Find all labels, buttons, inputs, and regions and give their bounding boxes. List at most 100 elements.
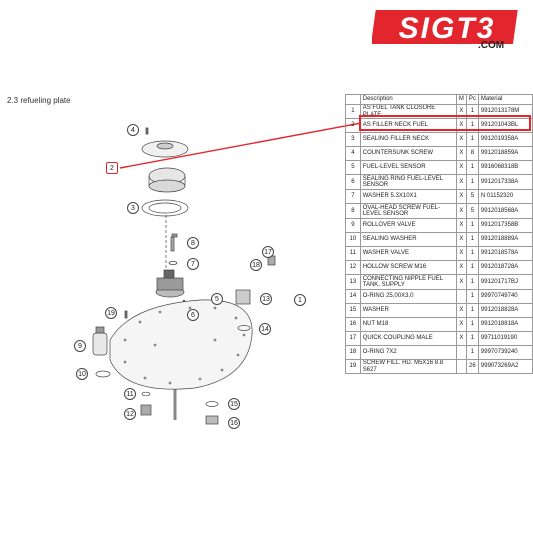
cell-pc: 1 [465,132,479,147]
cell-description: QUICK COUPLING MALE [359,331,457,346]
cell-no: 16 [345,317,361,332]
cell-pc: 1 [465,331,479,346]
callout-18: 18 [250,259,262,271]
cell-material: 9912018568A [477,203,533,219]
cell-description: WASHER 5.3X10X1 [359,189,457,204]
cell-material: 991201717BJ [477,274,533,290]
cell-no: 8 [345,203,361,219]
callout-17: 17 [262,246,274,258]
cell-m [455,359,467,374]
cell-description: SCREW FILL. HD. M5X16 8.8 S627 [359,359,457,374]
cell-material: 9912018828A [477,303,533,318]
callout-10: 10 [76,368,88,380]
logo-domain: .COM [478,40,505,51]
callout-6: 6 [187,309,199,321]
cell-m: X [455,218,467,233]
cell-m: X [455,203,467,219]
cell-pc: 1 [465,345,479,360]
callout-7: 7 [187,258,199,270]
selected-row-highlight [359,115,531,131]
callout-8: 8 [187,237,199,249]
callout-1: 1 [294,294,306,306]
cell-description: SEALING WASHER [359,232,457,247]
table-header: Description M Pc Material [345,94,533,105]
cell-pc: 26 [465,359,479,374]
cell-m: X [455,331,467,346]
cell-description: OVAL-HEAD SCREW FUEL-LEVEL SENSOR [359,203,457,219]
callout-19: 19 [105,307,117,319]
cell-material: 9916068318B [477,160,533,175]
cell-m: X [455,232,467,247]
cell-pc: 1 [465,289,479,304]
cell-no: 4 [345,146,361,161]
callout-14: 14 [259,323,271,335]
cell-pc: 1 [465,232,479,247]
callout-4: 4 [127,124,139,136]
cell-pc: 1 [465,218,479,233]
cell-m [455,345,467,360]
cell-m: X [455,260,467,275]
cell-no: 14 [345,289,361,304]
cell-description: COUNTERSUNK SCREW [359,146,457,161]
callout-2: 2 [106,162,118,174]
cell-no: 18 [345,345,361,360]
tank-closure-plate [109,299,253,390]
cell-description: O-RING 7X2 [359,345,457,360]
cell-no: 3 [345,132,361,147]
cell-pc: 1 [465,317,479,332]
cell-material: 9912018578A [477,246,533,261]
cell-no: 15 [345,303,361,318]
cell-material: 9912018889A [477,232,533,247]
col-header-no [345,94,361,105]
callout-9: 9 [74,340,86,352]
cell-material: 99711019190 [477,331,533,346]
cell-description: NUT M18 [359,317,457,332]
cell-description: O-RING 25,00X3,0 [359,289,457,304]
callout-12: 12 [124,408,136,420]
cell-no: 6 [345,174,361,190]
cell-material: 9912017338A [477,174,533,190]
cell-description: HOLLOW SCREW M16 [359,260,457,275]
cell-material: N 01152320 [477,189,533,204]
cell-no: 7 [345,189,361,204]
cell-no: 9 [345,218,361,233]
cell-material: 9912018859A [477,146,533,161]
connecting-nipple [235,289,251,305]
cell-description: WASHER [359,303,457,318]
rollover-valve [92,332,108,356]
callout-15: 15 [228,398,240,410]
col-header-m: M [455,94,467,105]
sigt3-logo: SIGT3 [372,10,518,45]
cell-m: X [455,132,467,147]
cell-no: 10 [345,232,361,247]
sealing-gasket [141,199,189,217]
cell-description: WASHER VALVE [359,246,457,261]
cell-pc: 1 [465,160,479,175]
cell-description: CONNECTING NIPPLE FUEL TANK, SUPPLY [359,274,457,290]
cell-pc: 8 [465,146,479,161]
col-header-material: Material [477,94,533,105]
col-header-pc: Pc [465,94,479,105]
cell-no: 19 [345,359,361,374]
cell-m: X [455,160,467,175]
cell-material: 999073269A2 [477,359,533,374]
cell-material: 9912019358A [477,132,533,147]
callout-16: 16 [228,417,240,429]
cell-description: SEALING RING FUEL-LEVEL SENSOR [359,174,457,190]
cell-material: 9912018818A [477,317,533,332]
cell-m: X [455,189,467,204]
